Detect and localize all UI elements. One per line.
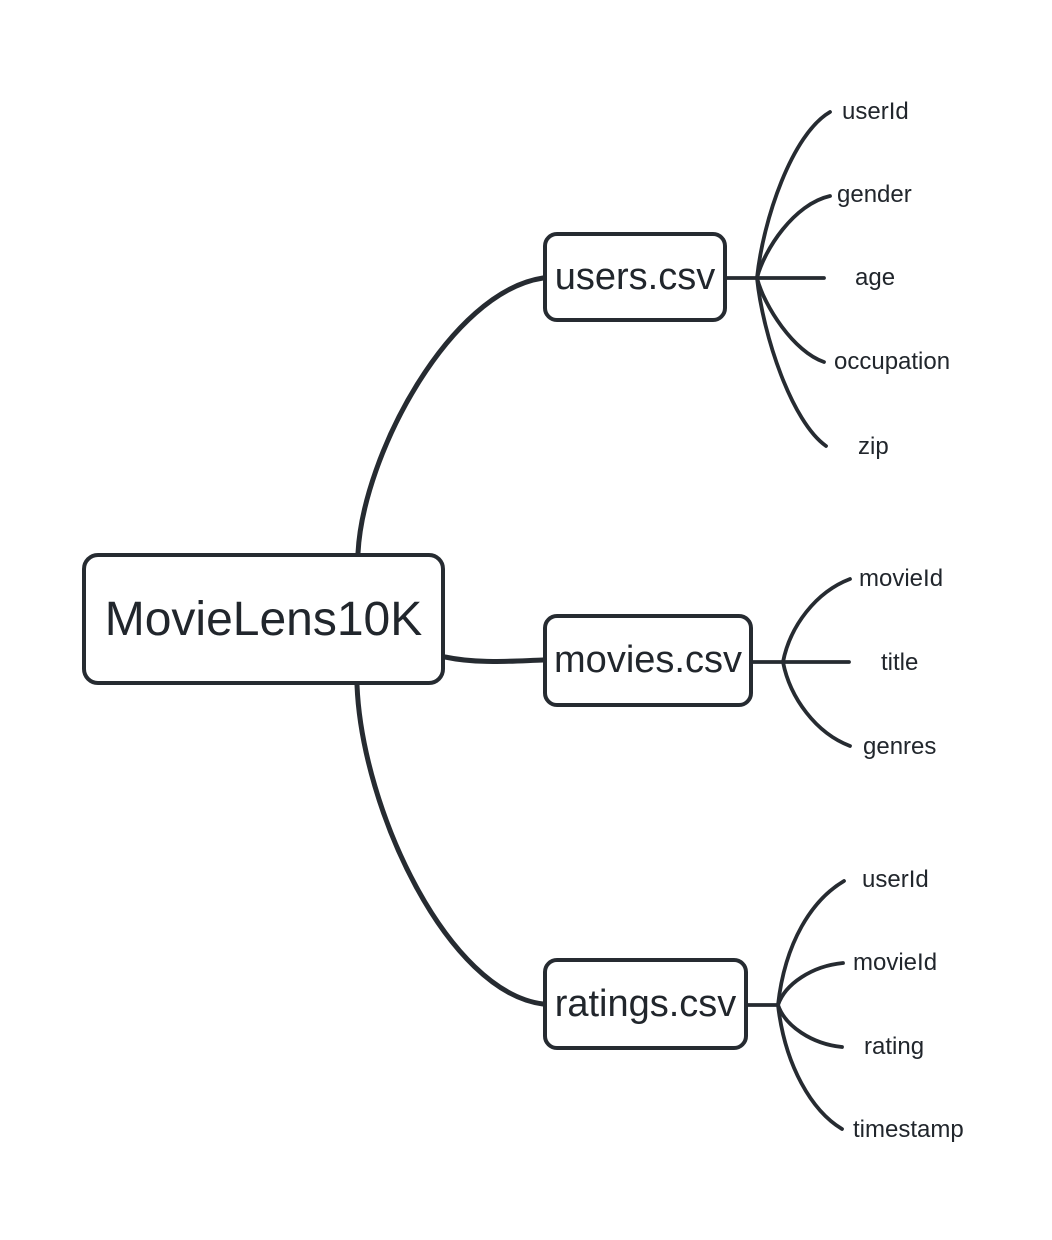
field-ratings-movieid: movieId (853, 949, 938, 976)
field-ratings-timestamp: timestamp (853, 1116, 964, 1143)
ratings-userid-connector (776, 879, 846, 1007)
field-movies-genres: genres (863, 733, 937, 760)
movies-movieid-connector (781, 577, 852, 664)
field-users-age: age (855, 264, 896, 291)
node-ratings-csv-label: ratings.csv (554, 982, 737, 1025)
field-users-zip: zip (858, 433, 889, 460)
users-gender-connector (755, 194, 832, 280)
branch-users-connector (355, 275, 546, 556)
node-ratings-csv: ratings.csv (543, 958, 748, 1050)
field-ratings-rating: rating (864, 1033, 925, 1060)
node-movielens10k: MovieLens10K (82, 553, 445, 685)
field-ratings-userid: userId (862, 866, 929, 893)
field-movies-title: title (881, 649, 919, 676)
users-occupation-connector (755, 276, 826, 364)
node-users-csv: users.csv (543, 232, 727, 322)
node-users-csv-label: users.csv (554, 255, 716, 298)
branch-movies-connector (442, 654, 546, 664)
node-movies-csv-label: movies.csv (554, 639, 742, 681)
users-zip-connector (755, 276, 828, 448)
field-users-occupation: occupation (834, 348, 951, 375)
node-movies-csv: movies.csv (543, 614, 753, 707)
node-movielens10k-label: MovieLens10K (104, 592, 423, 646)
branch-ratings-connector (354, 682, 546, 1007)
ratings-movieid-connector (776, 961, 845, 1007)
ratings-timestamp-connector (776, 1003, 844, 1131)
movies-genres-connector (781, 660, 852, 748)
field-users-userid: userId (842, 98, 909, 125)
ratings-rating-connector (776, 1003, 844, 1049)
field-users-gender: gender (837, 181, 912, 208)
field-movies-movieid: movieId (859, 565, 944, 592)
users-userid-connector (755, 110, 832, 280)
